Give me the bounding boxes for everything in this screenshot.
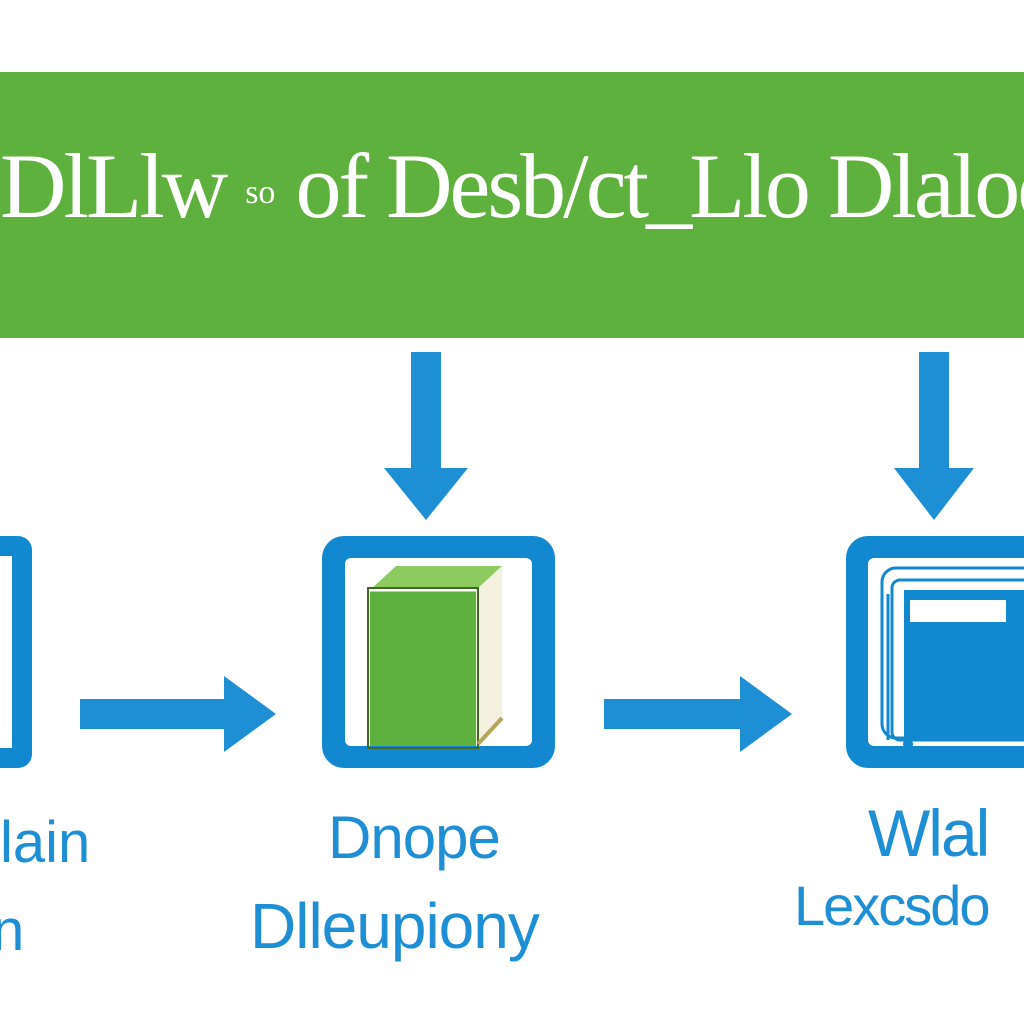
down-arrow-1 bbox=[384, 352, 468, 520]
down-arrow-2 bbox=[894, 352, 974, 520]
node-1-label-line2: n bbox=[0, 898, 25, 963]
right-arrow-2 bbox=[604, 676, 792, 752]
banner-title: DlLlw so of Desb/ct_Llo Dlalootion bbox=[0, 135, 1024, 237]
node-3-label-line1: Wlal bbox=[868, 796, 990, 870]
title-banner: DlLlw so of Desb/ct_Llo Dlalootion bbox=[0, 72, 1024, 338]
node-2-label-line2: Dlleupiony bbox=[250, 890, 540, 962]
node-2-label-line1: Dnope bbox=[328, 804, 501, 871]
right-arrow-1 bbox=[80, 676, 276, 752]
node-3-label-line2: Lexcsdo bbox=[794, 874, 991, 937]
node-3-binder-icon bbox=[846, 536, 1024, 768]
node-1-document-icon bbox=[0, 536, 32, 768]
node-1-label-line1: lain bbox=[0, 810, 91, 875]
node-2-book-icon bbox=[322, 536, 555, 768]
